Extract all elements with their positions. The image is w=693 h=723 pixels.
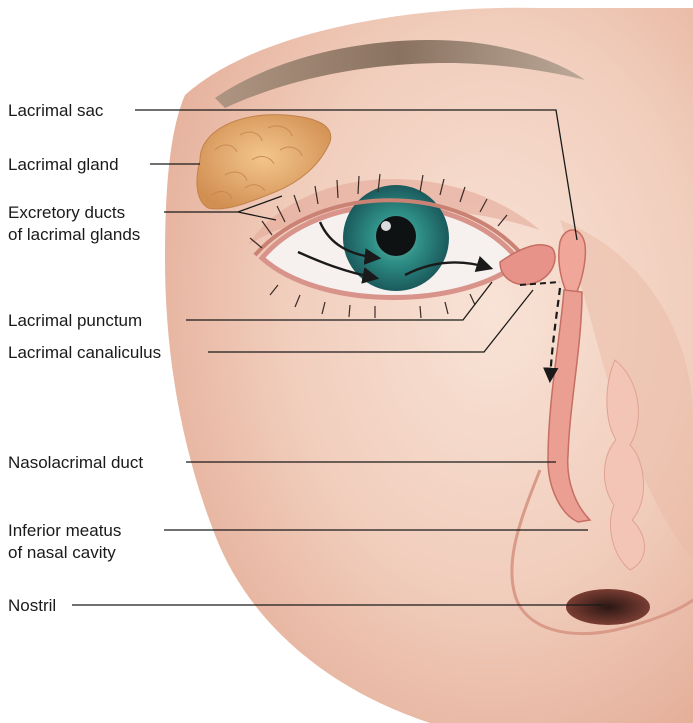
label-inferior-meatus: Inferior meatus bbox=[8, 520, 121, 541]
pupil bbox=[376, 216, 416, 256]
label-lacrimal-punctum: Lacrimal punctum bbox=[8, 310, 142, 331]
label-lacrimal-sac: Lacrimal sac bbox=[8, 100, 103, 121]
label-excretory-ducts-line2: of lacrimal glands bbox=[8, 224, 140, 245]
nostril-opening bbox=[566, 589, 650, 625]
label-lacrimal-gland: Lacrimal gland bbox=[8, 154, 119, 175]
label-nostril: Nostril bbox=[8, 595, 56, 616]
label-excretory-ducts: Excretory ducts bbox=[8, 202, 125, 223]
label-nasolacrimal-duct: Nasolacrimal duct bbox=[8, 452, 143, 473]
eye-highlight bbox=[381, 221, 391, 231]
label-lacrimal-canaliculus: Lacrimal canaliculus bbox=[8, 342, 161, 363]
label-inferior-meatus-line2: of nasal cavity bbox=[8, 542, 116, 563]
